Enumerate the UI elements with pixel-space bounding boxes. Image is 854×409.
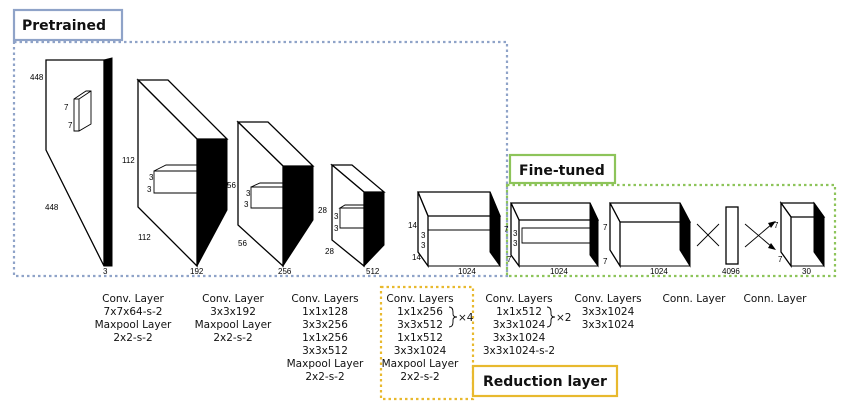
block2-height-label: 56 bbox=[227, 181, 236, 190]
caption-c1-line-0: Conv. Layer bbox=[102, 293, 164, 305]
caption-c5-line-3: 3x3x1024 bbox=[493, 332, 546, 344]
block2-kernel-w-label: 3 bbox=[244, 200, 249, 209]
connection-cross-2 bbox=[744, 221, 776, 250]
caption-c1-line-2: Maxpool Layer bbox=[95, 319, 172, 331]
input-channels-label: 3 bbox=[103, 267, 108, 276]
conv-block-2: 56 56 256 3 3 bbox=[227, 120, 315, 276]
block2-kernel-h-label: 3 bbox=[246, 189, 251, 198]
caption-c6-line-1: 3x3x1024 bbox=[582, 306, 635, 318]
block1-kernel-w-label: 3 bbox=[147, 185, 152, 194]
block3-height-label: 28 bbox=[318, 206, 327, 215]
fine-tuned-region bbox=[505, 183, 837, 278]
caption-c3-line-3: 1x1x256 bbox=[302, 332, 348, 344]
block4-kernel-w-label: 3 bbox=[421, 241, 426, 250]
caption-c1-line-3: 2x2-s-2 bbox=[113, 332, 152, 344]
block5-brace-x2: ×2 bbox=[546, 306, 571, 328]
caption-c4-line-1: 1x1x256 bbox=[397, 306, 443, 318]
caption-c7-line-0: Conn. Layer bbox=[662, 293, 726, 305]
block3-width-label: 28 bbox=[325, 247, 334, 256]
pretrained-region bbox=[12, 40, 509, 278]
fc1-size-label: 4096 bbox=[722, 267, 740, 276]
block1-channels-label: 192 bbox=[190, 267, 204, 276]
caption-c4-line-6: 2x2-s-2 bbox=[400, 371, 439, 383]
block5-width-label: 7 bbox=[507, 255, 512, 264]
caption-c5-line-4: 3x3x1024-s-2 bbox=[483, 345, 555, 357]
caption-c2-line-3: 2x2-s-2 bbox=[213, 332, 252, 344]
reduction-tag: Reduction layer bbox=[471, 364, 619, 398]
caption-c5-line-1: 1x1x512 bbox=[496, 306, 542, 318]
caption-c5-line-0: Conv. Layers bbox=[485, 293, 552, 305]
caption-c3-line-2: 3x3x256 bbox=[302, 319, 348, 331]
caption-c4-line-5: Maxpool Layer bbox=[382, 358, 459, 370]
block4-channels-label: 1024 bbox=[458, 267, 476, 276]
caption-c8-line-0: Conn. Layer bbox=[743, 293, 807, 305]
caption-c4-line-3: 1x1x512 bbox=[397, 332, 443, 344]
caption-c4-line-2: 3x3x512 bbox=[397, 319, 443, 331]
caption-c3-line-1: 1x1x128 bbox=[302, 306, 348, 318]
input-kernel-h-label: 7 bbox=[64, 103, 69, 112]
block3-kernel-h-label: 3 bbox=[334, 212, 339, 221]
caption-c4-line-0: Conv. Layers bbox=[386, 293, 453, 305]
conv-block-5: 7 7 1024 3 3 bbox=[504, 202, 600, 276]
x2-multiplier: ×2 bbox=[556, 312, 571, 324]
input-height-label: 448 bbox=[30, 73, 44, 82]
reduction-tag-label: Reduction layer bbox=[483, 374, 607, 390]
conv-block-4: 14 14 1024 3 3 bbox=[408, 191, 501, 276]
fine-tuned-tag-label: Fine-tuned bbox=[519, 163, 605, 179]
block5-channels-label: 1024 bbox=[550, 267, 568, 276]
block3-channels-label: 512 bbox=[366, 267, 380, 276]
block6-channels-label: 1024 bbox=[650, 267, 668, 276]
block4-kernel-h-label: 3 bbox=[421, 231, 426, 240]
caption-c2-line-2: Maxpool Layer bbox=[195, 319, 272, 331]
caption-c4-line-4: 3x3x1024 bbox=[394, 345, 447, 357]
output-channels-label: 30 bbox=[802, 267, 811, 276]
fine-tuned-tag: Fine-tuned bbox=[508, 153, 617, 185]
output-width-label: 7 bbox=[778, 255, 783, 264]
reduction-brace-x4: ×4 bbox=[448, 306, 474, 328]
caption-c5-line-2: 3x3x1024 bbox=[493, 319, 546, 331]
block4-height-label: 14 bbox=[408, 221, 417, 230]
caption-c3-line-5: Maxpool Layer bbox=[287, 358, 364, 370]
block2-width-label: 56 bbox=[238, 239, 247, 248]
block4-width-label: 14 bbox=[412, 253, 421, 262]
pretrained-tag: Pretrained bbox=[12, 8, 124, 42]
x4-multiplier: ×4 bbox=[458, 312, 474, 324]
input-width-label: 448 bbox=[45, 203, 59, 212]
block1-kernel-h-label: 3 bbox=[149, 173, 154, 182]
block5-height-label: 7 bbox=[504, 225, 509, 234]
reduction-region bbox=[379, 285, 475, 401]
block5-kernel-h-label: 3 bbox=[513, 229, 518, 238]
output-height-label: 7 bbox=[774, 221, 779, 230]
block6-width-label: 7 bbox=[603, 257, 608, 266]
fc-layer-4096: 4096 bbox=[722, 206, 740, 276]
input-image-block: 448 448 3 7 7 bbox=[30, 57, 113, 276]
conv-block-6: 7 7 1024 bbox=[603, 202, 692, 276]
conv-block-3: 28 28 512 3 3 bbox=[318, 163, 386, 276]
caption-c1-line-1: 7x7x64-s-2 bbox=[104, 306, 163, 318]
caption-c6-line-0: Conv. Layers bbox=[574, 293, 641, 305]
connection-cross-1 bbox=[696, 223, 720, 247]
caption-c3-line-6: 2x2-s-2 bbox=[305, 371, 344, 383]
caption-c6-line-2: 3x3x1024 bbox=[582, 319, 635, 331]
block1-width-label: 112 bbox=[138, 233, 151, 242]
conv-block-1: 112 112 192 3 3 bbox=[122, 78, 229, 276]
block3-kernel-w-label: 3 bbox=[334, 224, 339, 233]
pretrained-tag-label: Pretrained bbox=[22, 18, 106, 34]
caption-c3-line-4: 3x3x512 bbox=[302, 345, 348, 357]
output-block: 7 7 30 bbox=[774, 200, 826, 276]
block6-height-label: 7 bbox=[603, 223, 608, 232]
block2-channels-label: 256 bbox=[278, 267, 292, 276]
caption-c2-line-1: 3x3x192 bbox=[210, 306, 256, 318]
caption-c3-line-0: Conv. Layers bbox=[291, 293, 358, 305]
block5-kernel-w-label: 3 bbox=[513, 239, 518, 248]
input-kernel-w-label: 7 bbox=[68, 121, 73, 130]
block1-height-label: 112 bbox=[122, 156, 135, 165]
caption-c2-line-0: Conv. Layer bbox=[202, 293, 264, 305]
